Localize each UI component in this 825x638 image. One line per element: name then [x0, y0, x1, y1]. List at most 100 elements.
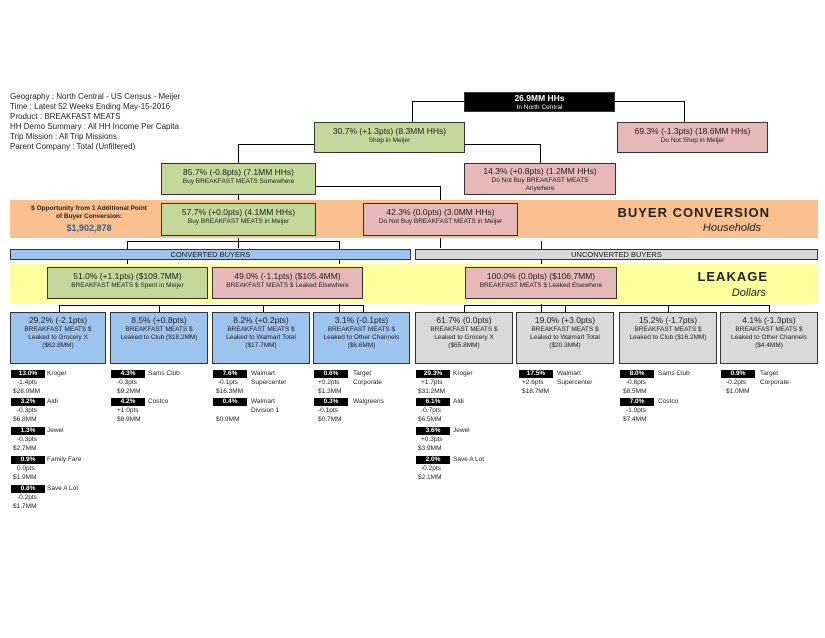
retailer-change: +1.7pts [421, 379, 443, 386]
retailer-change: -0.3pts [117, 379, 137, 386]
retailer-change: -0.8pts [626, 379, 646, 386]
connector [440, 186, 441, 203]
retailer-share-badge: 13.0% [11, 370, 45, 378]
connector [684, 101, 685, 122]
retailer-value: $1.3MM [318, 388, 342, 395]
buyer-conversion-subtitle: Households [702, 222, 761, 234]
retailer-share-badge: 0.4% [213, 398, 247, 406]
retailer-value: $2.1MM [418, 474, 442, 481]
retailer-share-badge: 0.3% [314, 398, 348, 406]
report-filters: Geography : North Central - US Census - … [10, 92, 180, 152]
retailer-name-line2: Supercenter [251, 379, 287, 386]
retailer-name: Jewel [47, 427, 64, 434]
leakage-subtitle: Dollars [731, 287, 766, 299]
retailer-share-badge: 29.3% [416, 370, 450, 378]
leakage-title: LEAKAGE [697, 269, 768, 284]
retailer-value: $2.7MM [13, 445, 37, 452]
connector [464, 305, 465, 312]
channel-box-converted-other: 3.1% (-0.1pts) BREAKFAST MEATS $ Leaked … [313, 312, 410, 364]
retailer-value: $7.4MM [623, 416, 647, 423]
connector [668, 305, 669, 312]
connector [238, 144, 314, 145]
retailer-value: $9.2MM [117, 388, 141, 395]
retailer-share-badge: 0.8% [11, 485, 45, 493]
connector [159, 305, 160, 312]
retailer-name: Kroger [47, 370, 67, 377]
retailer-name: Costco [658, 398, 679, 405]
retailer-value: $6.5MM [418, 416, 442, 423]
connector [238, 144, 239, 163]
retailer-change: +2.6pts [522, 379, 544, 386]
retailer-share-badge: 0.6% [314, 370, 348, 378]
channel-box-converted-club: 8.5% (+0.8pts) BREAKFAST MEATS $ Leaked … [110, 312, 208, 364]
retailer-share-badge: 7.6% [213, 370, 247, 378]
node-not-shop-meijer: 69.3% (-1.3pts) (18.6MM HHs) Do Not Shop… [617, 122, 768, 153]
retailer-share-badge: 4.2% [111, 398, 145, 406]
filter-trip-mission: Trip Mission : All Trip Missions [10, 132, 117, 141]
retailer-value: $0.7MM [318, 416, 342, 423]
retailer-share-badge: 1.3% [11, 427, 45, 435]
retailer-name: Save A Lot [47, 485, 79, 492]
retailer-change: +1.0pts [117, 407, 139, 414]
retailer-change: -1.0pts [626, 407, 646, 414]
retailer-change: -0.2pts [421, 465, 441, 472]
retailer-share-badge: 17.5% [519, 370, 553, 378]
retailer-change: -1.4pts [17, 379, 37, 386]
retailer-share-badge: 2.0% [416, 456, 450, 464]
connector [615, 101, 684, 102]
retailer-name: Target [353, 370, 372, 377]
retailer-value: $16.3MM [216, 388, 244, 395]
retailer-name: Walmart [251, 398, 275, 405]
filter-demo: HH Demo Summary : All HH Income Per Capi… [10, 122, 179, 131]
filter-parent-company: Parent Company : Total (Unfiltered) [10, 142, 136, 151]
connector [59, 305, 363, 306]
retailer-name-line2: Corporate [760, 379, 789, 386]
channel-box-unconverted-club: 15.2% (-1.7pts) BREAKFAST MEATS $ Leaked… [619, 312, 717, 364]
connector [565, 305, 566, 312]
node-spent-in-meijer: 51.0% (+1.1pts) ($109.7MM) BREAKFAST MEA… [47, 267, 208, 299]
node-not-buy-in-meijer: 42.3% (0.0pts) (3.0MM HHs) Do Not Buy BR… [363, 203, 518, 236]
connector [769, 305, 770, 312]
retailer-value: $3.9MM [418, 445, 442, 452]
connector [127, 241, 339, 242]
connector [363, 305, 364, 312]
retailer-share-badge: 3.2% [11, 398, 45, 406]
node-buy-in-meijer: 57.7% (+0.0pts) (4.1MM HHs) Buy BREAKFAS… [161, 203, 316, 236]
channel-box-unconverted-grocery: 61.7% (0.0pts) BREAKFAST MEATS $ Leaked … [415, 312, 513, 364]
retailer-share-badge: 7.0% [620, 398, 654, 406]
retailer-value: $1.7MM [13, 503, 37, 510]
connector [412, 101, 464, 102]
node-buy-somewhere: 85.7% (-0.8pts) (7.1MM HHs) Buy BREAKFAS… [161, 163, 316, 195]
retailer-value: $8.5MM [623, 388, 647, 395]
retailer-value: $28.0MM [13, 388, 41, 395]
retailer-share-badge: 8.0% [620, 370, 654, 378]
retailer-name: Family Fare [47, 456, 82, 463]
node-leaked-elsewhere: 49.0% (-1.1pts) ($105.4MM) BREAKFAST MEA… [212, 267, 363, 299]
retailer-change: -0.3pts [17, 407, 37, 414]
connector [263, 305, 264, 312]
retailer-name: Sams Club [658, 370, 690, 377]
connector [412, 101, 413, 122]
retailer-name: Walgreens [353, 398, 384, 405]
retailer-change: -0.3pts [17, 436, 37, 443]
retailer-name: Aldi [47, 398, 58, 405]
connector [316, 186, 440, 187]
retailer-change: +0.3pts [421, 436, 443, 443]
node-total-hhs: 26.9MM HHs In North Central [464, 92, 615, 112]
retailer-share-badge: 3.6% [416, 427, 450, 435]
retailer-value: $31.2MM [418, 388, 446, 395]
retailer-name: Target [760, 370, 779, 377]
connector [440, 236, 441, 248]
retailer-name: Kroger [453, 370, 473, 377]
channel-box-converted-walmart: 8.2% (+0.2pts) BREAKFAST MEATS $ Leaked … [212, 312, 310, 364]
retailer-change: +0.2pts [318, 379, 340, 386]
retailer-name: Walmart [251, 370, 275, 377]
node-unconverted-leaked: 100.0% (0.0pts) ($106.7MM) BREAKFAST MEA… [465, 267, 617, 299]
retailer-value: $1.0MM [726, 388, 750, 395]
connector [465, 144, 541, 145]
channel-box-converted-grocery: 29.2% (-2.1pts) BREAKFAST MEATS $ Leaked… [10, 312, 106, 364]
channel-box-unconverted-walmart: 19.0% (+3.0pts) BREAKFAST MEATS $ Leaked… [516, 312, 614, 364]
filter-product: Product : BREAKFAST MEATS [10, 112, 121, 121]
retailer-name: Aldi [453, 398, 464, 405]
retailer-name: Walmart [557, 370, 581, 377]
